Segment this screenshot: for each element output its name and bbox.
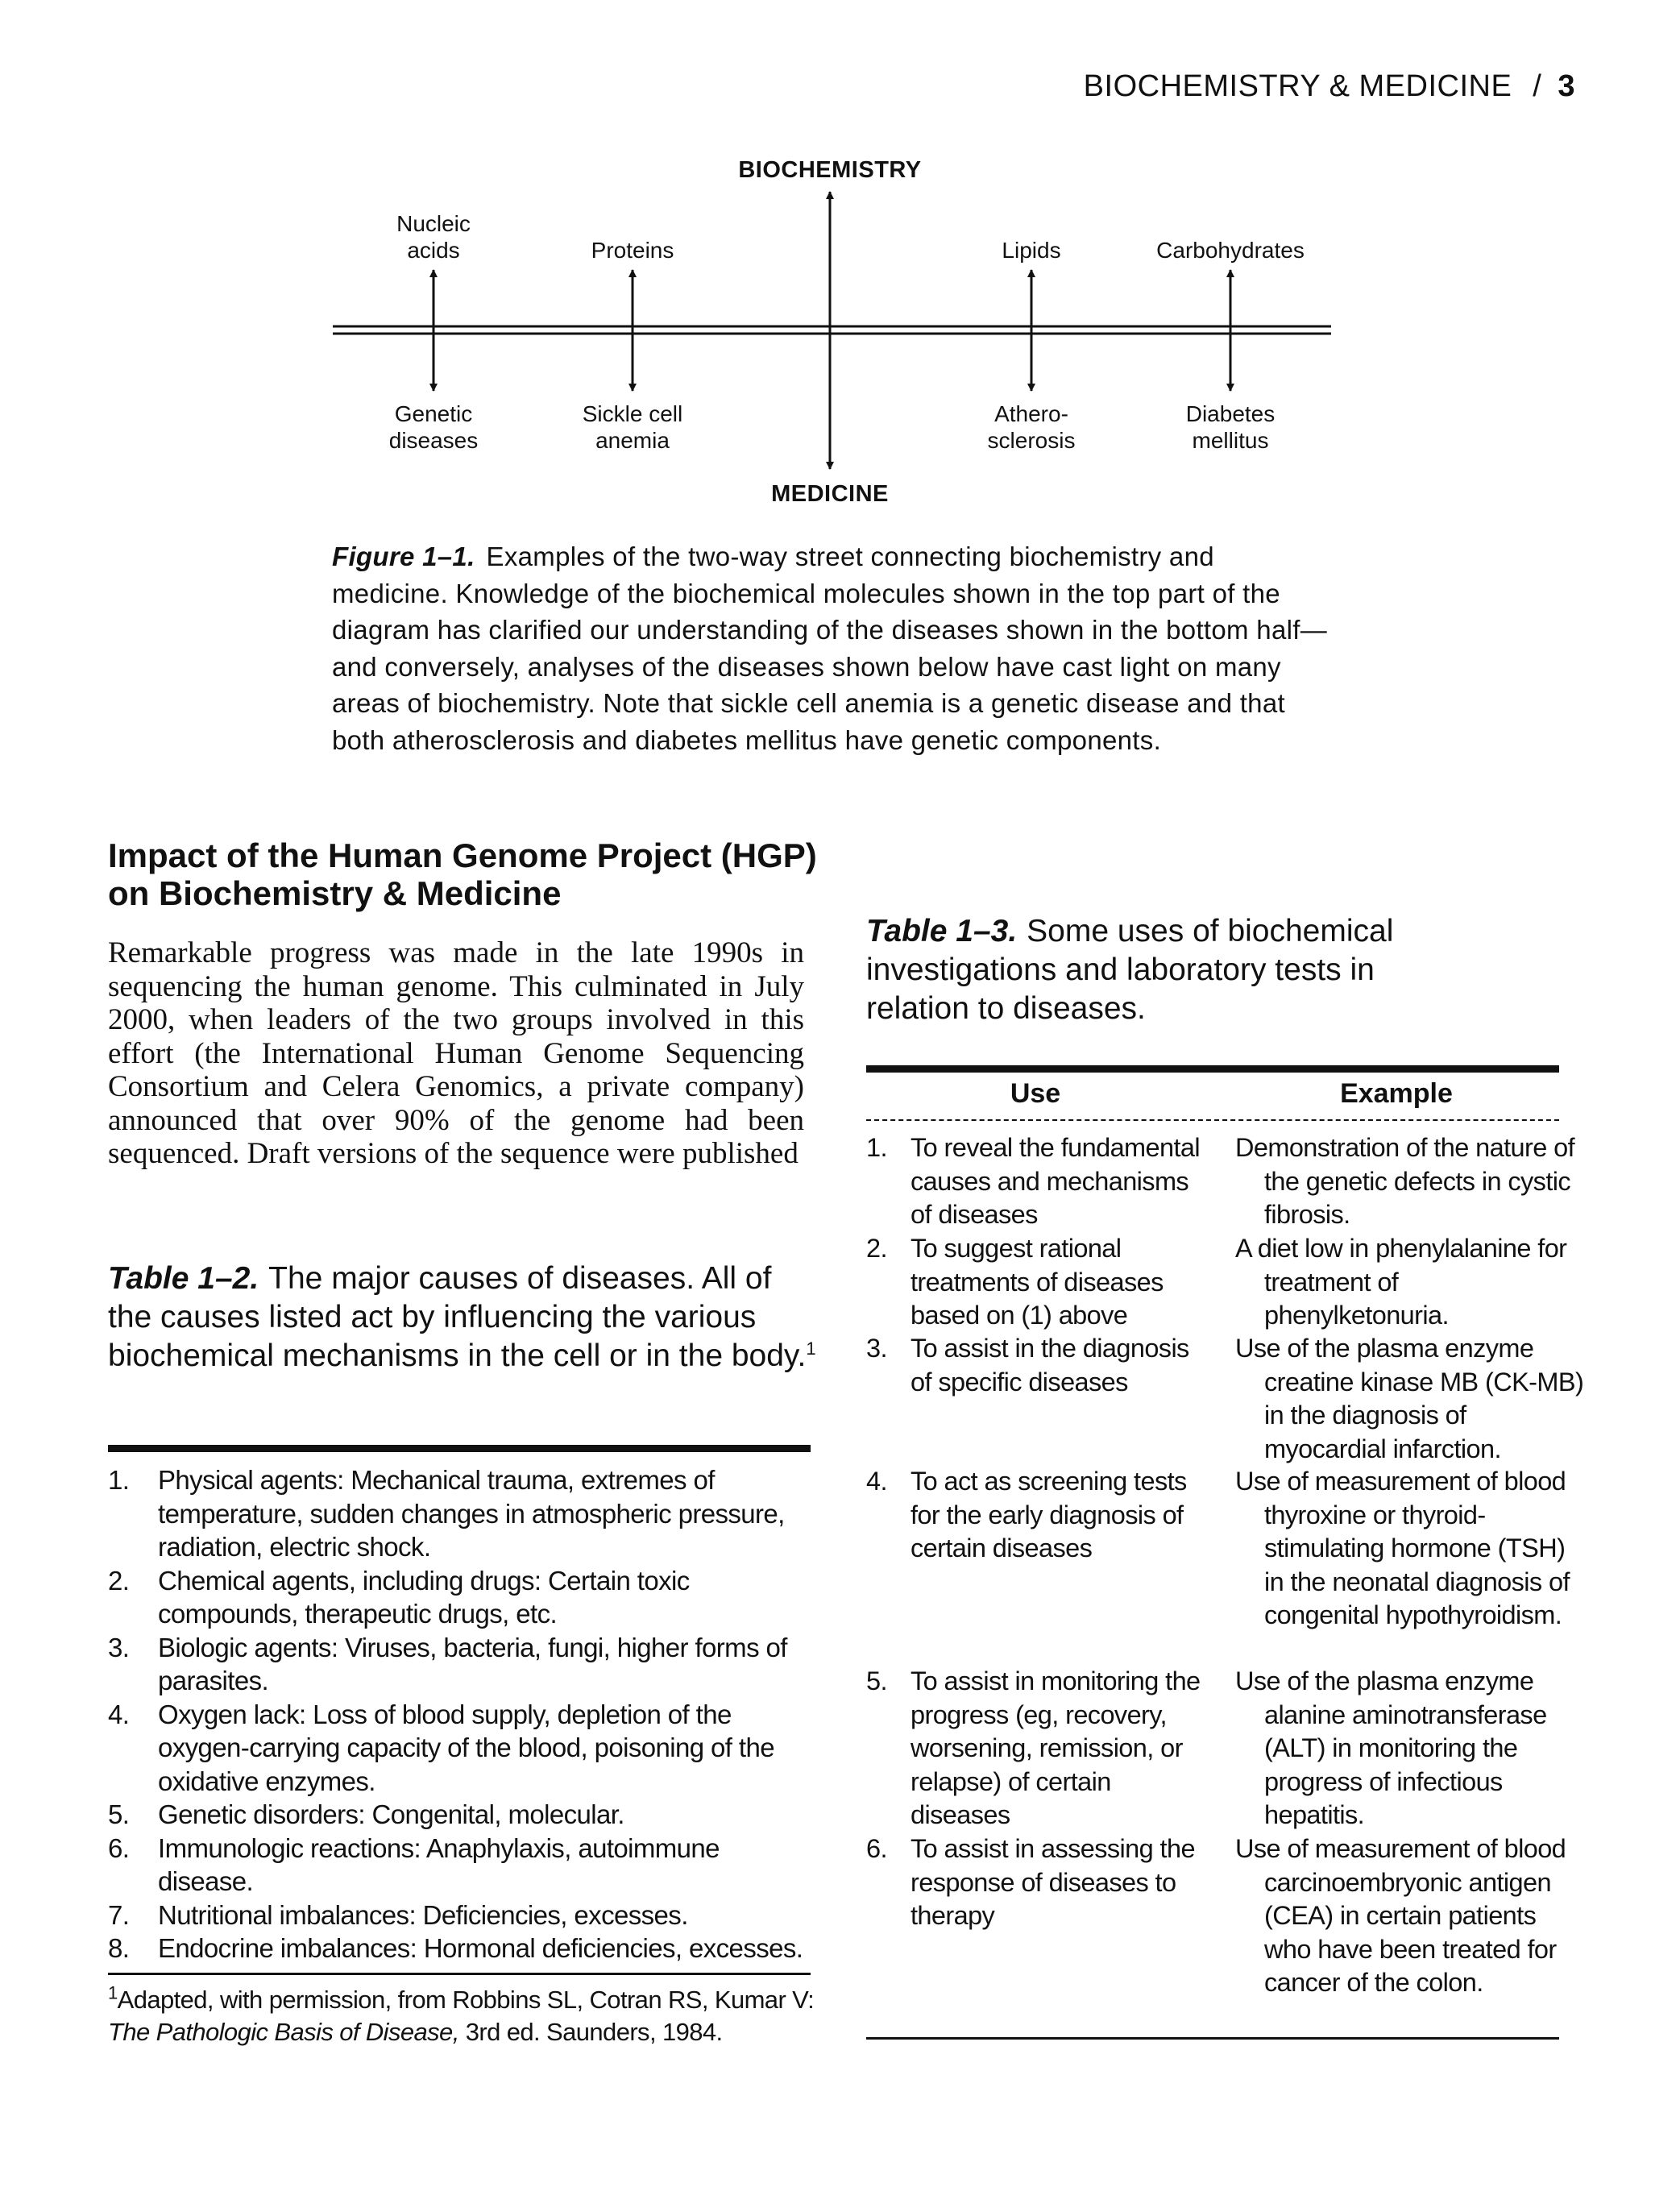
list-item: 6. Immunologic reactions: Anaphylaxis, au… (108, 1832, 809, 1899)
use-cell: To assist in monitoring the progress (eg… (911, 1666, 1201, 1829)
use-cell: To assist in the diagnosis of specific d… (911, 1334, 1189, 1397)
table-row: 3. To assist in the diagnosis of specific… (866, 1332, 1205, 1399)
label-genetic-diseases: Genetic diseases (388, 401, 479, 453)
table-1-3-caption-text: Some uses of biochemical investigations … (866, 914, 1394, 1026)
example-cell: Use of the plasma enzyme creatine kinase… (1235, 1334, 1584, 1463)
list-item-number: 8. (108, 1933, 130, 1963)
table-1-3-header-example: Example (1340, 1078, 1453, 1109)
list-item-number: 3. (108, 1632, 130, 1662)
label-atherosclerosis: Athero- sclerosis (987, 401, 1076, 453)
label-proteins: Proteins (591, 238, 674, 263)
row-number: 4. (866, 1467, 888, 1496)
list-item: 7. Nutritional imbalances: Deficiencies, … (108, 1899, 809, 1932)
table-1-2-label: Table 1–2. (108, 1261, 259, 1296)
row-number: 6. (866, 1834, 888, 1863)
example-cell: A diet low in phenylalanine for treatmen… (1235, 1234, 1567, 1330)
list-item: 8. Endocrine imbalances: Hormonal deficie… (108, 1932, 809, 1965)
list-item-number: 1. (108, 1465, 130, 1495)
list-item-number: 5. (108, 1799, 130, 1829)
list-item: 4. Oxygen lack: Loss of blood supply, dep… (108, 1698, 809, 1799)
list-item-text: Physical agents: Mechanical trauma, extr… (158, 1465, 785, 1562)
list-item-number: 7. (108, 1899, 130, 1930)
example-cell: Use of measurement of blood thyroxine or… (1235, 1467, 1570, 1629)
table-1-3-header-use: Use (1010, 1078, 1061, 1109)
example-cell: Demonstration of the nature of the genet… (1235, 1133, 1575, 1229)
footnote-edition: 3rd ed. Saunders, 1984. (458, 2018, 723, 2046)
use-cell: To suggest rational treatments of diseas… (911, 1234, 1164, 1330)
table-1-3-caption: Table 1–3.Some uses of biochemical inves… (866, 912, 1430, 1028)
list-item-text: Endocrine imbalances: Hormonal deficienc… (158, 1933, 803, 1963)
list-item-text: Biologic agents: Viruses, bacteria, fung… (158, 1632, 787, 1696)
use-cell: To assist in assessing the response of d… (911, 1834, 1196, 1930)
list-item-text: Chemical agents, including drugs: Certai… (158, 1565, 690, 1629)
label-nucleic-acids: Nucleic acids (396, 211, 471, 263)
list-item-text: Oxygen lack: Loss of blood supply, deple… (158, 1699, 775, 1796)
table-1-2-caption: Table 1–2.The major causes of diseases. … (108, 1260, 817, 1376)
running-head-separator: / (1533, 69, 1542, 103)
list-item: 1. Physical agents: Mechanical trauma, ex… (108, 1463, 809, 1564)
use-cell: To act as screening tests for the early … (911, 1467, 1187, 1563)
list-item-number: 6. (108, 1832, 130, 1863)
list-item: 3. Biologic agents: Viruses, bacteria, fu… (108, 1631, 809, 1698)
section-body: Remarkable progress was made in the late… (108, 936, 804, 1170)
row-number: 2. (866, 1234, 888, 1263)
label-sickle-cell-anemia: Sickle cell anemia (582, 401, 683, 453)
list-item-number: 4. (108, 1699, 130, 1729)
list-item-number: 2. (108, 1565, 130, 1596)
list-item-text: Genetic disorders: Congenital, molecular… (158, 1799, 624, 1829)
table-1-3-label: Table 1–3. (866, 914, 1018, 948)
table-1-2-footnote-marker: 1 (806, 1338, 816, 1359)
example-cell: Use of measurement of blood carcinoembry… (1235, 1834, 1566, 1997)
table-1-3-bottom-rule (866, 2037, 1559, 2040)
section-heading: Impact of the Human Genome Project (HGP)… (108, 836, 817, 912)
running-head-title: BIOCHEMISTRY & MEDICINE (1083, 69, 1512, 103)
table-1-2-footnote: 1Adapted, with permission, from Robbins … (108, 1984, 817, 2048)
table-1-2-bottom-rule (108, 1973, 811, 1975)
label-lipids: Lipids (1002, 238, 1061, 263)
row-number: 1. (866, 1133, 888, 1162)
table-row: 1. To reveal the fundamental causes and m… (866, 1131, 1205, 1232)
table-1-2-top-rule (108, 1445, 811, 1452)
footnote-book-title: The Pathologic Basis of Disease, (108, 2018, 459, 2046)
list-item: 5. Genetic disorders: Congenital, molecul… (108, 1798, 809, 1832)
row-number: 3. (866, 1334, 888, 1363)
list-item-text: Immunologic reactions: Anaphylaxis, auto… (158, 1832, 720, 1897)
figure-caption-text: Examples of the two-way street connectin… (332, 542, 1328, 755)
figure-caption-label: Figure 1–1. (332, 542, 475, 571)
example-cell: Use of the plasma enzyme alanine aminotr… (1235, 1666, 1547, 1829)
use-cell: To reveal the fundamental causes and mec… (911, 1133, 1201, 1229)
label-diabetes-mellitus: Diabetes mellitus (1185, 401, 1276, 453)
table-row: 4. To act as screening tests for the earl… (866, 1465, 1205, 1566)
biochemistry-label: BIOCHEMISTRY (738, 157, 922, 183)
row-number: 5. (866, 1666, 888, 1695)
table-1-3-header-rule (866, 1119, 1559, 1121)
footnote-text: Adapted, with permission, from Robbins S… (117, 1986, 815, 2014)
running-header: BIOCHEMISTRY & MEDICINE / 3 (1084, 69, 1575, 104)
footnote-marker: 1 (108, 1982, 118, 2003)
table-row: 2. To suggest rational treatments of dise… (866, 1232, 1205, 1333)
list-item-text: Nutritional imbalances: Deficiencies, ex… (158, 1899, 688, 1930)
table-1-2-caption-text: The major causes of diseases. All of the… (108, 1261, 807, 1373)
table-1-2-list: 1. Physical agents: Mechanical trauma, ex… (108, 1463, 809, 1965)
list-item: 2. Chemical agents, including drugs: Cert… (108, 1564, 809, 1631)
table-row: 5. To assist in monitoring the progress (… (866, 1665, 1205, 1832)
figure-caption: Figure 1–1.Examples of the two-way stree… (332, 538, 1331, 758)
page-number: 3 (1558, 69, 1575, 103)
medicine-label: MEDICINE (771, 481, 889, 507)
table-1-3-top-rule (866, 1065, 1559, 1073)
label-carbohydrates: Carbohydrates (1156, 238, 1305, 263)
figure-diagram (333, 191, 1331, 470)
table-row: 6. To assist in assessing the response of… (866, 1832, 1205, 1933)
